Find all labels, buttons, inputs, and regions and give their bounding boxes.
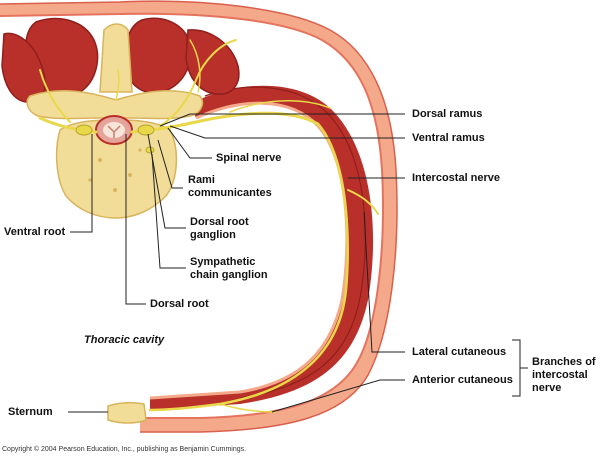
leader-ventral-root <box>70 134 93 233</box>
leader-anterior-cutaneous <box>271 379 405 413</box>
label-lateral-cutaneous: Lateral cutaneous <box>412 346 507 358</box>
leader-sympathetic-chain-ganglion <box>151 153 186 269</box>
label-intercostal-nerve: Intercostal nerve <box>412 172 501 184</box>
label-dorsal-ramus: Dorsal ramus <box>412 108 483 120</box>
leader-dorsal-ramus <box>159 113 405 127</box>
leader-lateral-cutaneous <box>363 211 405 353</box>
label-branches-line-2: intercostal <box>532 369 588 381</box>
label-sympathetic-chain-ganglion: Sympathetic chain ganglion <box>190 256 268 282</box>
intercostal-muscles <box>149 85 374 410</box>
vertebra <box>26 23 204 219</box>
label-branches-of-intercostal-nerve: Branches of intercostal nerve <box>532 356 596 395</box>
spinal-cord <box>95 115 133 145</box>
label-dorsal-root: Dorsal root <box>150 298 209 310</box>
label-drg-line-1: Dorsal root <box>190 216 249 228</box>
leader-dorsal-root <box>125 134 146 305</box>
leader-lines <box>68 113 528 413</box>
label-rami-line-2: communicantes <box>188 187 272 199</box>
label-dorsal-root-ganglion: Dorsal root ganglion <box>190 216 249 242</box>
branches-bracket <box>512 339 521 397</box>
label-spinal-nerve: Spinal nerve <box>216 152 282 164</box>
label-sternum: Sternum <box>8 406 53 418</box>
body-wall <box>0 0 398 433</box>
leader-dorsal-root-ganglion <box>147 133 186 229</box>
ganglia <box>75 124 155 154</box>
label-ventral-root: Ventral root <box>4 226 66 238</box>
label-thoracic-cavity: Thoracic cavity <box>84 334 165 346</box>
label-ventral-ramus: Ventral ramus <box>412 132 485 144</box>
sternum-bone <box>107 401 147 424</box>
leader-spinal-nerve <box>167 127 212 159</box>
label-rami-communicantes: Rami communicantes <box>188 174 272 200</box>
label-rami-line-1: Rami <box>188 174 215 186</box>
copyright-notice: Copyright © 2004 Pearson Education, Inc.… <box>2 446 247 453</box>
leader-rami-communicantes <box>157 139 183 189</box>
label-branches-line-1: Branches of <box>532 356 596 368</box>
label-scg-line-1: Sympathetic <box>190 256 256 268</box>
label-branches-line-3: nerve <box>532 382 562 394</box>
label-drg-line-2: ganglion <box>190 229 236 241</box>
label-scg-line-2: chain ganglion <box>190 269 268 281</box>
leader-ventral-ramus <box>169 125 405 139</box>
label-anterior-cutaneous: Anterior cutaneous <box>412 374 513 386</box>
